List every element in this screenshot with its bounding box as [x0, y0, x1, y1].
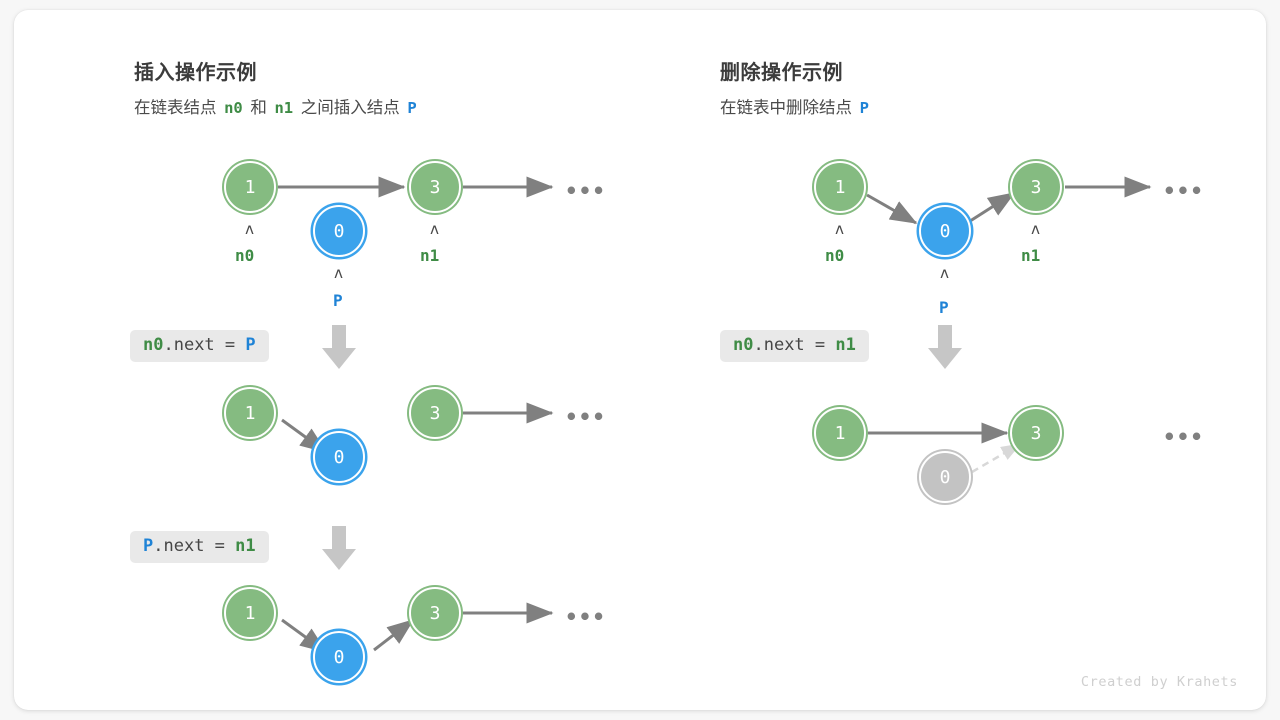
panel-insert: 插入操作示例 在链表结点 n0 和 n1 之间插入结点 P 1 — [14, 10, 640, 710]
pointer-label-del-n0: n0 — [825, 246, 845, 265]
subtitle-text-1: 在链表结点 — [134, 99, 217, 117]
node-1-step1: 1 — [224, 161, 276, 213]
pointer-label-n1: n1 — [420, 246, 440, 265]
ellipsis-step3: ••• — [565, 605, 606, 629]
code-token-n0: n0 — [143, 335, 164, 355]
node-1-del-step2: 1 — [814, 407, 866, 459]
node-3-del-step1: 3 — [1010, 161, 1062, 213]
insert-panel-subtitle: 在链表结点 n0 和 n1 之间插入结点 P — [134, 94, 420, 118]
code-token-n1: n1 — [235, 536, 256, 556]
delete-panel-subtitle: 在链表中删除结点 P — [720, 94, 872, 118]
code-token-assign: .next = — [163, 335, 246, 355]
caret-icon-del-n0: ʌ — [835, 220, 845, 238]
panel-delete: 删除操作示例 在链表中删除结点 P 1 0 3 ••• ʌ n0 ʌ P ʌ n… — [590, 10, 1266, 710]
subtitle-var-n1: n1 — [274, 99, 294, 117]
code-token-assign-2: .next = — [153, 536, 236, 556]
subtitle-var-n0: n0 — [224, 99, 243, 117]
code-token-del-assign: .next = — [753, 335, 836, 355]
pointer-label-n0: n0 — [235, 246, 255, 265]
pointer-label-del-p: P — [939, 298, 949, 317]
ellipsis-step2: ••• — [565, 405, 606, 429]
node-3-del-step2: 3 — [1010, 407, 1062, 459]
ellipsis-del-step1: ••• — [1163, 179, 1204, 203]
node-0-step2: 0 — [313, 431, 365, 483]
caret-icon-n1: ʌ — [430, 220, 440, 238]
ellipsis-del-step2: ••• — [1163, 425, 1204, 449]
caret-icon-n0: ʌ — [245, 220, 255, 238]
code-chip-n0-next-p: n0.next = P — [130, 330, 269, 362]
code-chip-n0-next-n1: n0.next = n1 — [720, 330, 869, 362]
delete-panel-title: 删除操作示例 — [720, 62, 843, 84]
node-0-step3: 0 — [313, 631, 365, 683]
node-3-step1: 3 — [409, 161, 461, 213]
delete-subtitle-text-1: 在链表中删除结点 — [720, 99, 852, 117]
subtitle-var-p: P — [407, 99, 417, 117]
node-0-del-step1: 0 — [919, 205, 971, 257]
down-arrow-icon-1 — [322, 325, 356, 369]
node-1-del-step1: 1 — [814, 161, 866, 213]
code-chip-p-next-n1: P.next = n1 — [130, 531, 269, 563]
down-arrow-icon-del — [928, 325, 962, 369]
code-token-p: P — [245, 335, 256, 355]
caret-icon-p: ʌ — [334, 264, 344, 282]
node-1-step3: 1 — [224, 587, 276, 639]
down-arrow-icon-2 — [322, 526, 356, 570]
pointer-label-p: P — [333, 291, 343, 310]
insert-panel-title: 插入操作示例 — [134, 62, 257, 84]
node-0-deleted: 0 — [919, 451, 971, 503]
subtitle-text-2: 和 — [250, 99, 267, 117]
code-token-del-n0: n0 — [733, 335, 754, 355]
code-token-p-2: P — [143, 536, 154, 556]
diagram-card: 插入操作示例 在链表结点 n0 和 n1 之间插入结点 P 1 — [14, 10, 1266, 710]
ellipsis-step1: ••• — [565, 179, 606, 203]
subtitle-text-3: 之间插入结点 — [300, 99, 400, 117]
node-0-step1: 0 — [313, 205, 365, 257]
code-token-del-n1: n1 — [835, 335, 856, 355]
caret-icon-del-n1: ʌ — [1031, 220, 1041, 238]
credit-text: Created by Krahets — [1080, 674, 1238, 690]
delete-subtitle-var-p: P — [859, 99, 869, 117]
node-3-step3: 3 — [409, 587, 461, 639]
node-1-step2: 1 — [224, 387, 276, 439]
pointer-label-del-n1: n1 — [1021, 246, 1041, 265]
caret-icon-del-p: ʌ — [940, 264, 950, 282]
node-3-step2: 3 — [409, 387, 461, 439]
